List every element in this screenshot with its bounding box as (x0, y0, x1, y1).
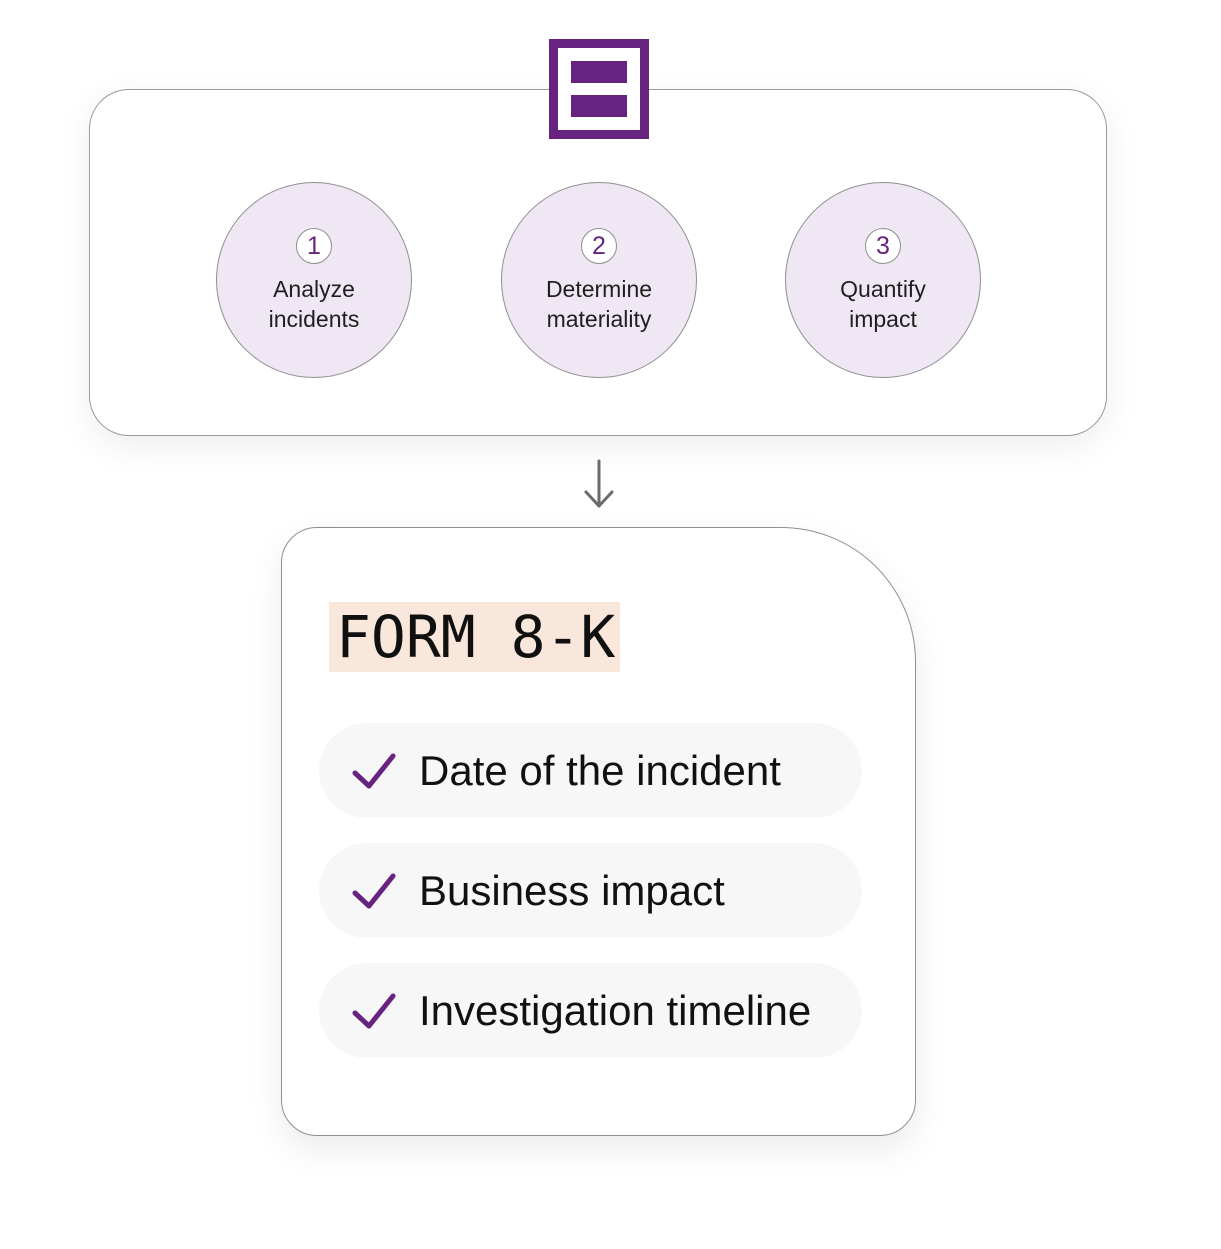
checkmark-icon (352, 993, 396, 1029)
step-label-line: materiality (546, 306, 652, 332)
checkmark-icon (352, 753, 396, 789)
step-number: 2 (581, 228, 617, 264)
checklist-item-investigation-timeline: Investigation timeline (319, 963, 862, 1058)
step-number: 1 (296, 228, 332, 264)
bracket-logo-icon (549, 39, 649, 139)
step-label-line: Analyze (273, 276, 355, 302)
step-analyze-incidents: 1 Analyze incidents (216, 182, 412, 378)
step-label-line: impact (849, 306, 917, 332)
checklist-item-date-of-incident: Date of the incident (319, 723, 862, 818)
checklist-label: Investigation timeline (419, 987, 812, 1034)
step-label-line: Quantify (840, 276, 926, 302)
checklist-label: Business impact (419, 867, 725, 914)
down-arrow-icon (584, 459, 614, 508)
step-label-line: incidents (268, 306, 360, 332)
step-label: Determine materiality (512, 274, 686, 334)
step-label-line: Determine (545, 276, 653, 302)
step-quantify-impact: 3 Quantify impact (785, 182, 981, 378)
checklist-item-business-impact: Business impact (319, 843, 862, 938)
step-label: Quantify impact (796, 274, 970, 334)
step-label: Analyze incidents (227, 274, 401, 334)
step-determine-materiality: 2 Determine materiality (501, 182, 697, 378)
checkmark-icon (352, 873, 396, 909)
step-number: 3 (865, 228, 901, 264)
checklist-label: Date of the incident (419, 747, 781, 794)
form-title: FORM 8-K (329, 602, 621, 672)
